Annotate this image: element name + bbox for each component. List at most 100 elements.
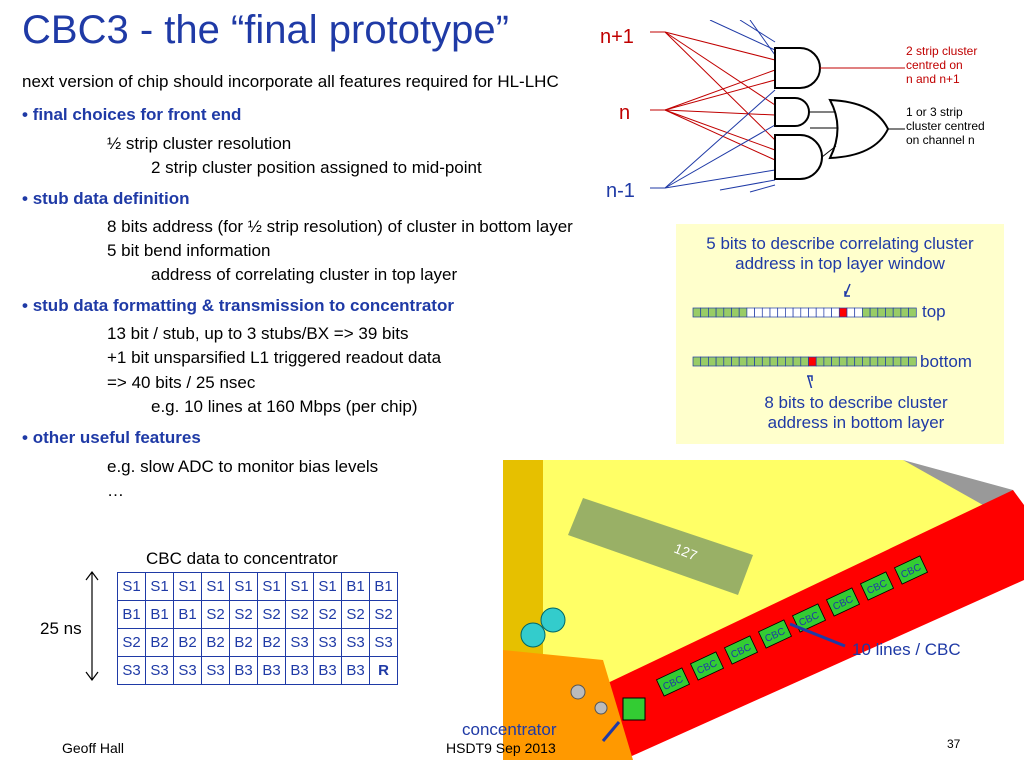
strip-cell — [746, 356, 755, 367]
strip-cell — [777, 356, 786, 367]
window-top-caption: 5 bits to describe correlating cluster a… — [706, 234, 974, 273]
strip-cell — [792, 356, 802, 367]
table-cell: B2 — [201, 628, 230, 657]
strip-cell — [785, 307, 794, 318]
table-cell: B2 — [145, 628, 174, 657]
strip-cell — [723, 307, 732, 318]
strip-cell — [908, 356, 917, 367]
table-cell: S2 — [117, 628, 146, 657]
table-cell: B1 — [145, 600, 174, 629]
table-cell: B1 — [117, 600, 146, 629]
strip-cell — [723, 356, 732, 367]
footer-page-number: 37 — [947, 737, 961, 751]
arrow-top-icon — [844, 283, 851, 297]
section-line: … — [107, 481, 124, 500]
strip-cell — [885, 307, 894, 318]
strip-cell — [854, 356, 863, 367]
table-cell: S1 — [173, 572, 202, 601]
table-cell: S1 — [229, 572, 258, 601]
table-cell: B3 — [285, 656, 314, 685]
table-cell: S1 — [145, 572, 174, 601]
title-quote-open: “ — [230, 8, 245, 52]
strip-cell — [815, 307, 825, 318]
strip-cell — [823, 307, 832, 318]
section-stub-data-heading: • stub data definition — [22, 189, 190, 208]
strip-cell — [846, 307, 856, 318]
label-top-row: top — [922, 302, 946, 321]
section-line: => 40 bits / 25 nsec — [107, 373, 256, 392]
and-gates — [774, 47, 823, 180]
title-main-text: CBC3 - the — [22, 8, 231, 52]
hit-strip — [808, 356, 817, 367]
label-n-plus-1: n+1 — [600, 26, 634, 48]
label-n: n — [619, 102, 631, 124]
table-cell: S1 — [313, 572, 342, 601]
strip-cell — [708, 356, 717, 367]
strip-cell — [792, 307, 802, 318]
strip-cell — [761, 356, 771, 367]
table-cell: B3 — [341, 656, 370, 685]
strip-cell — [800, 356, 809, 367]
strip-cell — [892, 307, 902, 318]
strip-cell — [885, 356, 894, 367]
strip-cell — [761, 307, 771, 318]
table-cell: S3 — [341, 628, 370, 657]
table-cell: S2 — [313, 600, 342, 629]
logic-gates-diagram — [650, 20, 905, 193]
table-cell: B3 — [313, 656, 342, 685]
table-cell: B2 — [257, 628, 286, 657]
cbc-chip: CBC — [825, 587, 861, 617]
cbc-chip: CBC — [689, 651, 725, 681]
arrow-bottom-icon — [807, 375, 813, 388]
sensor-label-area — [568, 498, 753, 595]
red-wires — [650, 31, 776, 161]
strip-cell — [869, 356, 879, 367]
concentrator-chip — [622, 697, 646, 721]
table-cell: S1 — [201, 572, 230, 601]
table-cell: S2 — [285, 600, 314, 629]
table-cell: S1 — [257, 572, 286, 601]
window-bottom-caption: 8 bits to describe cluster address in bo… — [764, 393, 948, 432]
section-line: 2 strip cluster position assigned to mid… — [151, 158, 482, 177]
strip-cell — [738, 356, 748, 367]
subtitle: next version of chip should incorporate … — [22, 72, 559, 91]
table-cell: B2 — [229, 628, 258, 657]
bottom-strip-row — [692, 356, 917, 367]
strip-cell — [754, 356, 763, 367]
note-one-or-three-strip: 1 or 3 strip cluster centred on channel … — [906, 105, 985, 147]
strip-cell — [692, 307, 702, 318]
section-formatting-heading: • stub data formatting & transmission to… — [22, 296, 454, 315]
table-caption: CBC data to concentrator — [146, 549, 338, 568]
strip-cell — [831, 307, 840, 318]
strip-cell — [692, 356, 702, 367]
section-line: e.g. 10 lines at 160 Mbps (per chip) — [151, 397, 418, 416]
table-cell: B1 — [173, 600, 202, 629]
footer-author: Geoff Hall — [62, 740, 124, 756]
strip-cell — [800, 307, 809, 318]
strip-cell — [708, 307, 717, 318]
or-gate — [828, 98, 890, 160]
cbc-chip: CBC — [757, 619, 793, 649]
cbc-chip: CBC — [655, 667, 691, 697]
page-title: CBC3 - the “final prototype” — [22, 8, 509, 53]
section-line: address of correlating cluster in top la… — [151, 265, 458, 284]
section-front-end-heading: • final choices for front end — [22, 105, 242, 124]
strip-cell — [854, 307, 863, 318]
strip-cell — [731, 356, 740, 367]
strip-cell — [877, 307, 886, 318]
strip-cell — [877, 356, 886, 367]
cbc-chip: CBC — [859, 571, 895, 601]
title-quote-text: final prototype — [244, 8, 496, 52]
strip-cell — [700, 307, 709, 318]
ten-lines-label: 10 lines / CBC — [852, 640, 961, 659]
table-cell: S2 — [229, 600, 258, 629]
concentrator-label: concentrator — [462, 720, 557, 739]
table-cell: S3 — [201, 656, 230, 685]
strip-cell — [908, 307, 917, 318]
cbc-chip: CBC — [723, 635, 759, 665]
strip-cell — [862, 356, 871, 367]
